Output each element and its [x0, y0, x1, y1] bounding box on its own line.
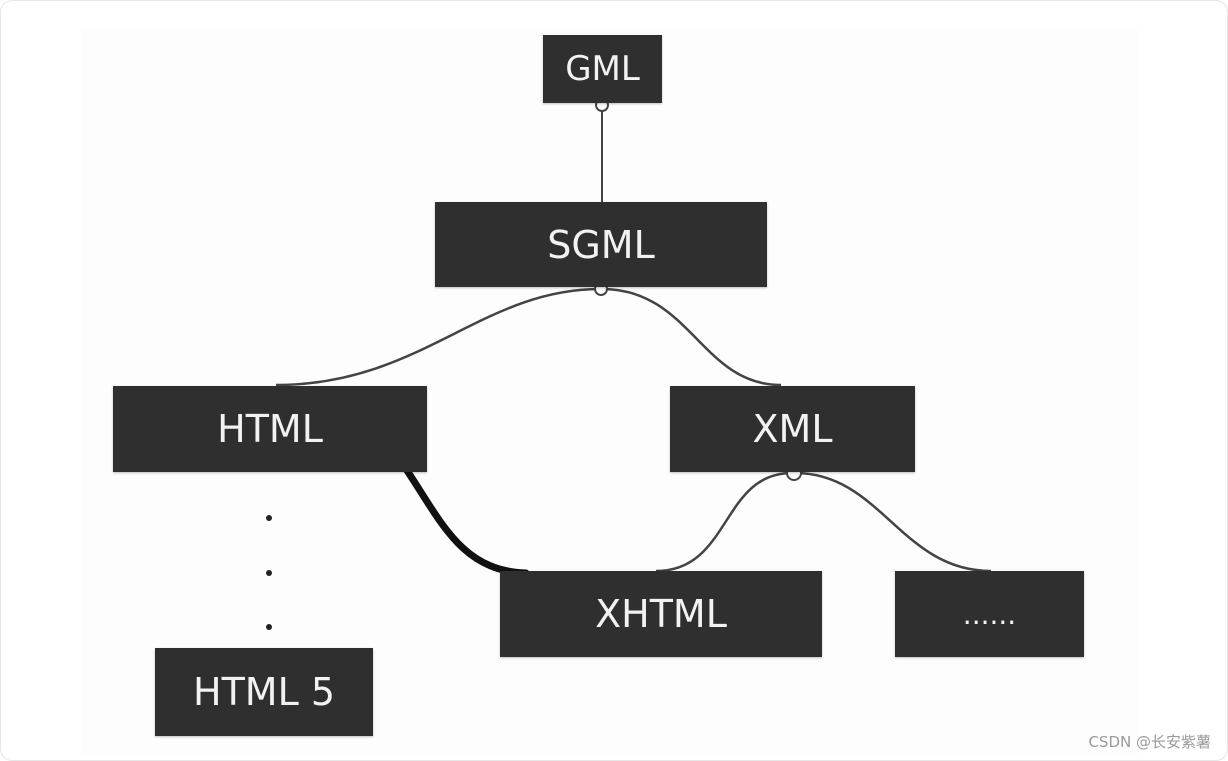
watermark: CSDN @长安紫薯 — [1088, 733, 1211, 751]
node-sgml: SGML — [435, 202, 767, 287]
ellipsis-dot-1 — [266, 515, 272, 521]
node-sgml-label: SGML — [547, 222, 655, 267]
node-xml: XML — [670, 386, 915, 472]
node-more-label: ...... — [962, 597, 1017, 631]
node-gml: GML — [543, 35, 662, 103]
edge-xml-xhtml — [655, 471, 793, 573]
node-gml-label: GML — [565, 49, 640, 89]
node-xml-label: XML — [752, 407, 833, 451]
edge-html-xhtml — [402, 465, 530, 577]
node-xhtml: XHTML — [500, 571, 822, 657]
node-html5-label: HTML 5 — [193, 670, 335, 714]
node-html-label: HTML — [217, 407, 323, 451]
ellipsis-dot-2 — [266, 570, 272, 576]
node-more: ...... — [895, 571, 1084, 657]
node-html5: HTML 5 — [155, 648, 373, 736]
node-html: HTML — [113, 386, 427, 472]
edge-xml-more — [794, 471, 992, 573]
edge-sgml-xml — [601, 287, 782, 387]
node-xhtml-label: XHTML — [595, 592, 727, 636]
ellipsis-dot-3 — [266, 624, 272, 630]
edge-sgml-html — [275, 287, 601, 387]
